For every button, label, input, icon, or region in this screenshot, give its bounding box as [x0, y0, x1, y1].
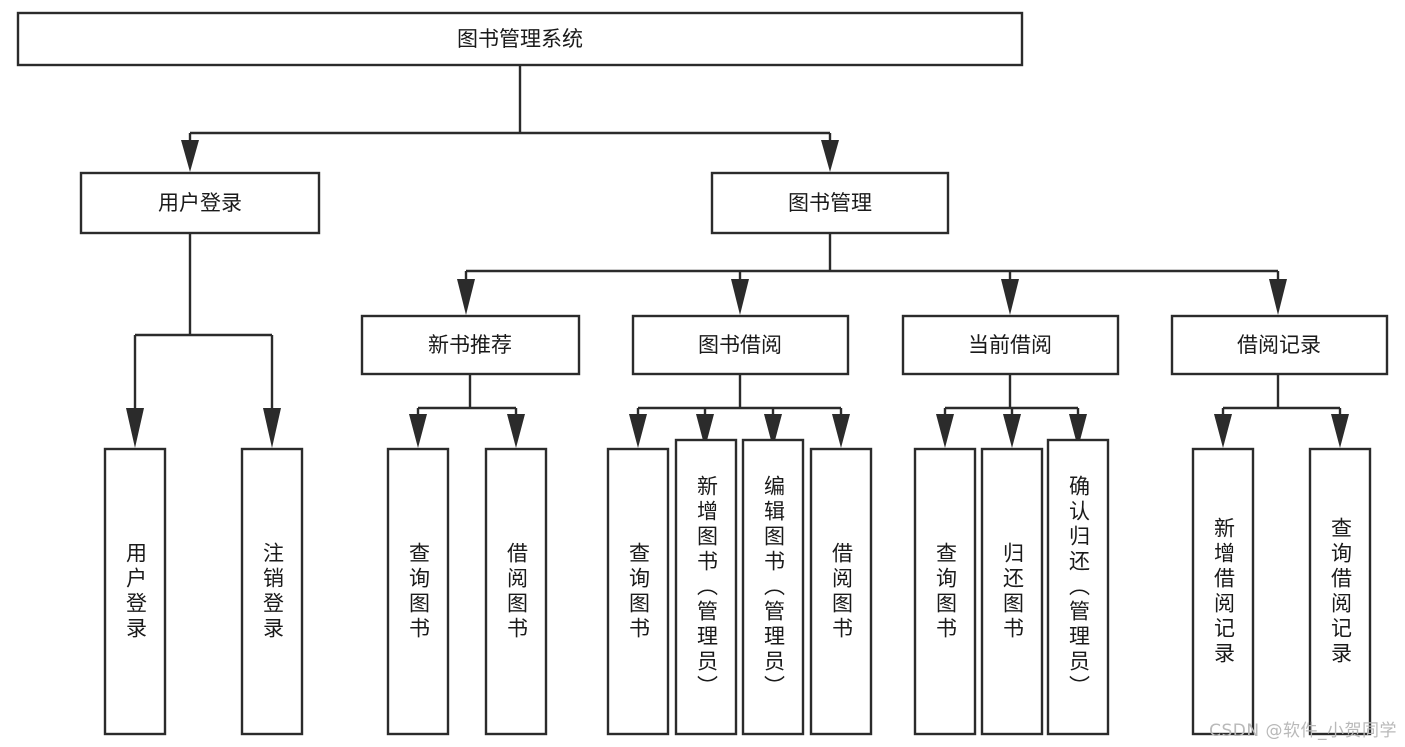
arrowhead-leaf-borrowrecord-2: [1331, 414, 1349, 448]
node-leaf-query-borrow-record[interactable]: [1308, 447, 1372, 736]
node-leaf-query-book-current[interactable]: [913, 447, 977, 736]
node-leaf-return-book[interactable]: [980, 447, 1044, 736]
arrowhead-to-borrow-record: [1269, 279, 1287, 315]
node-book-manage[interactable]: [710, 171, 950, 235]
arrowhead-leaf-currentborrow-3: [1069, 414, 1087, 448]
node-leaf-query-book-borrow[interactable]: [606, 447, 670, 736]
arrowhead-to-new-book: [457, 279, 475, 315]
node-leaf-add-borrow-record[interactable]: [1191, 447, 1255, 736]
node-user-login[interactable]: [79, 171, 321, 235]
node-borrow-record[interactable]: [1170, 314, 1389, 376]
node-user-login-label: 用户登录: [158, 191, 242, 215]
node-book-borrow[interactable]: [631, 314, 850, 376]
node-root[interactable]: [16, 11, 1024, 67]
node-root-label: 图书管理系统: [457, 27, 583, 51]
arrowhead-leaf-bookborrow-1: [629, 414, 647, 448]
arrowhead-leaf-currentborrow-2: [1003, 414, 1021, 448]
node-new-book-recommend-label: 新书推荐: [428, 333, 512, 357]
node-leaf-borrow-book-recommend[interactable]: [484, 447, 548, 736]
arrowhead-leaf-newbook-1: [409, 414, 427, 448]
watermark-text: CSDN @软件_小贺同学: [1209, 721, 1397, 741]
node-leaf-borrow-book[interactable]: [809, 447, 873, 736]
arrowhead-leaf-user-login-1: [126, 408, 144, 448]
arrowhead-leaf-bookborrow-4: [832, 414, 850, 448]
node-borrow-record-label: 借阅记录: [1237, 333, 1321, 357]
node-leaf-query-book-recommend[interactable]: [386, 447, 450, 736]
node-new-book-recommend[interactable]: [360, 314, 581, 376]
arrowhead-leaf-bookborrow-2: [696, 414, 714, 448]
arrowhead-leaf-user-login-2: [263, 408, 281, 448]
arrowhead-to-user-login: [181, 140, 199, 172]
node-leaf-confirm-return-admin[interactable]: [1046, 438, 1110, 736]
node-leaf-logout[interactable]: [240, 447, 304, 736]
arrowhead-leaf-currentborrow-1: [936, 414, 954, 448]
node-current-borrow-label: 当前借阅: [968, 333, 1052, 357]
arrowhead-to-current-borrow: [1001, 279, 1019, 315]
arrowhead-leaf-bookborrow-3: [764, 414, 782, 448]
node-leaf-add-book-admin[interactable]: [674, 438, 738, 736]
node-leaf-user-login[interactable]: [103, 447, 167, 736]
node-current-borrow[interactable]: [901, 314, 1120, 376]
node-book-manage-label: 图书管理: [788, 191, 872, 215]
arrowhead-leaf-newbook-2: [507, 414, 525, 448]
arrowhead-to-book-manage: [821, 140, 839, 172]
arrowhead-to-book-borrow: [731, 279, 749, 315]
arrowhead-leaf-borrowrecord-1: [1214, 414, 1232, 448]
node-leaf-edit-book-admin[interactable]: [741, 438, 805, 736]
node-book-borrow-label: 图书借阅: [698, 333, 782, 357]
